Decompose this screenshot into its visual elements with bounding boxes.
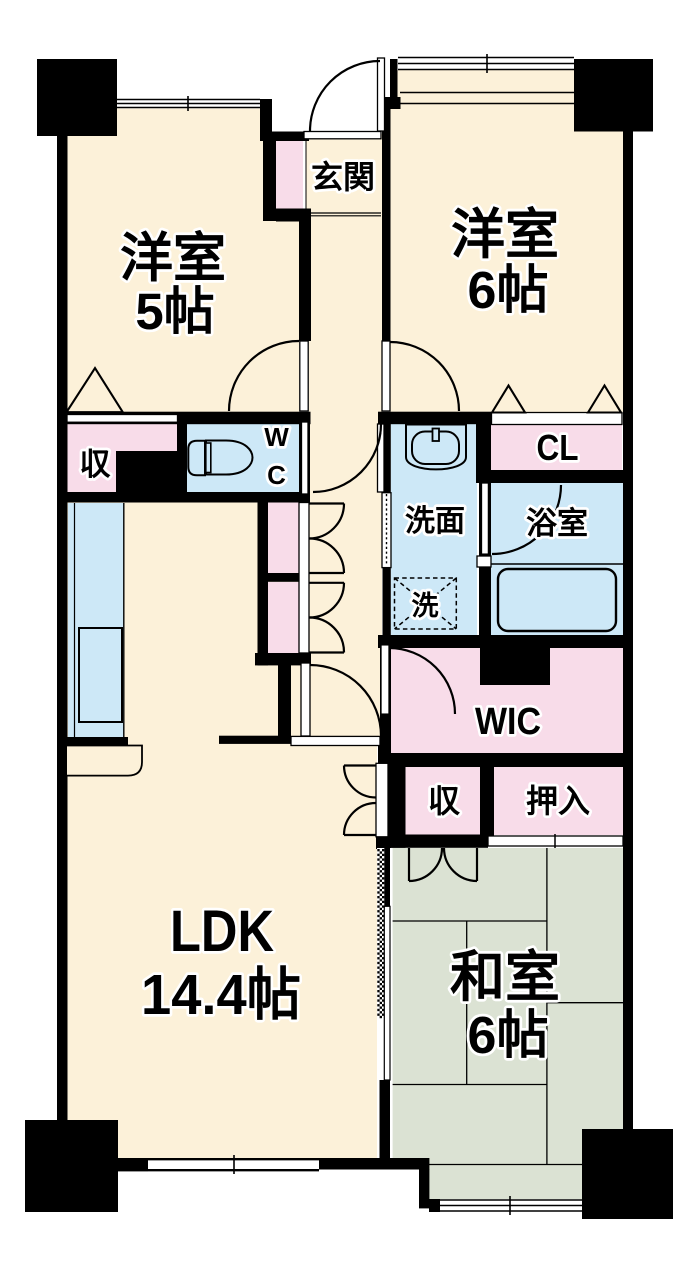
svg-text:6帖: 6帖 — [468, 1007, 549, 1065]
svg-text:押入: 押入 — [526, 783, 590, 819]
svg-text:洗面: 洗面 — [405, 505, 465, 538]
svg-text:洋室: 洋室 — [120, 229, 226, 288]
svg-text:玄関: 玄関 — [311, 159, 375, 195]
svg-text:収: 収 — [80, 447, 111, 482]
svg-text:CL: CL — [537, 427, 579, 468]
svg-text:WIC: WIC — [475, 701, 541, 743]
svg-text:W: W — [264, 422, 289, 452]
svg-text:6帖: 6帖 — [468, 262, 549, 320]
svg-text:LDK: LDK — [170, 899, 274, 964]
svg-text:浴室: 浴室 — [526, 506, 588, 541]
svg-text:C: C — [267, 460, 286, 490]
svg-text:洗: 洗 — [412, 591, 439, 621]
svg-text:5帖: 5帖 — [135, 283, 214, 340]
svg-text:洋室: 洋室 — [451, 205, 559, 265]
svg-text:14.4帖: 14.4帖 — [141, 963, 301, 1027]
svg-text:和室: 和室 — [450, 946, 560, 1008]
svg-text:収: 収 — [428, 783, 460, 819]
